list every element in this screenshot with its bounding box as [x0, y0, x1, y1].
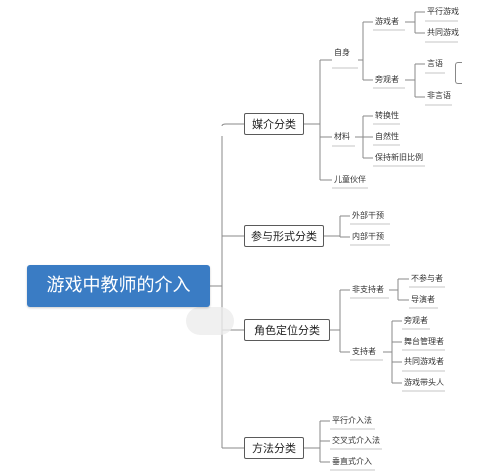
leaf-joint-play[interactable]: 共同游戏 [427, 28, 459, 37]
subtopic-self[interactable]: 自身 [334, 48, 350, 57]
leaf-parallel-play[interactable]: 平行游戏 [427, 7, 459, 16]
subtopic-non-supporter[interactable]: 非支持者 [352, 285, 384, 294]
leaf-co-player[interactable]: 共同游戏者 [404, 357, 444, 366]
leaf-convertibility[interactable]: 转换性 [375, 111, 399, 120]
subtopic-material[interactable]: 材料 [334, 132, 350, 141]
subtopic-child-partner[interactable]: 儿童伙伴 [334, 175, 366, 184]
leaf-cross-intervention[interactable]: 交叉式介入法 [332, 436, 380, 445]
leaf-nonverbal[interactable]: 非言语 [427, 91, 451, 100]
leaf-external-intervention[interactable]: 外部干预 [352, 211, 384, 220]
leaf-verbal[interactable]: 言语 [427, 59, 443, 68]
leaf-director[interactable]: 导演者 [411, 295, 435, 304]
subtopic-supporter[interactable]: 支持者 [352, 347, 376, 356]
branch-role-positioning[interactable]: 角色定位分类 [244, 319, 330, 341]
subtopic-observer[interactable]: 旁观者 [375, 75, 399, 84]
leaf-naturalness[interactable]: 自然性 [375, 132, 399, 141]
branch-participation-form[interactable]: 参与形式分类 [244, 225, 324, 247]
subtopic-player[interactable]: 游戏者 [375, 17, 399, 26]
leaf-onlooker[interactable]: 旁观者 [404, 316, 428, 325]
drag-shadow [186, 307, 234, 335]
root-topic[interactable]: 游戏中教师的介入 [27, 265, 210, 307]
leaf-play-leader[interactable]: 游戏带头人 [404, 378, 444, 387]
leaf-parallel-intervention[interactable]: 平行介入法 [332, 416, 372, 425]
leaf-stage-manager[interactable]: 舞台管理者 [404, 337, 444, 346]
leaf-vertical-intervention[interactable]: 垂直式介入 [332, 457, 372, 466]
leaf-internal-intervention[interactable]: 内部干预 [352, 232, 384, 241]
collapsed-branch-bracket[interactable] [455, 62, 462, 84]
leaf-keep-ratio[interactable]: 保持新旧比例 [375, 153, 423, 162]
branch-method-classification[interactable]: 方法分类 [244, 437, 304, 459]
branch-media-classification[interactable]: 媒介分类 [244, 113, 304, 135]
leaf-non-participant[interactable]: 不参与者 [411, 274, 443, 283]
